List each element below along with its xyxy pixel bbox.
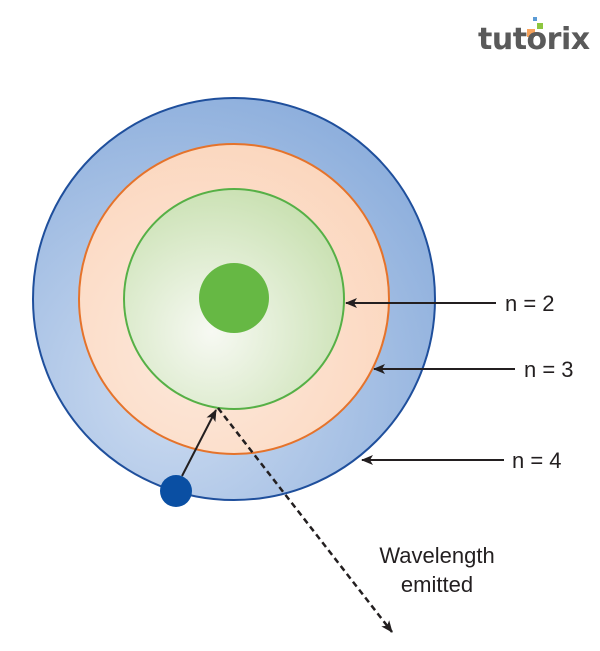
logo-dot-orange xyxy=(527,29,535,37)
label-n2: n = 2 xyxy=(505,291,555,316)
logo-text: tutorix xyxy=(478,22,590,57)
label-n4: n = 4 xyxy=(512,448,562,473)
transition-arrow xyxy=(181,409,217,477)
emission-label-line1: Wavelength xyxy=(379,543,494,568)
tutorix-logo: tutorix xyxy=(478,17,590,57)
logo-dot-green xyxy=(537,23,543,29)
label-n3: n = 3 xyxy=(524,357,574,382)
electron xyxy=(160,475,192,507)
logo-dot-blue xyxy=(533,17,537,21)
nucleus xyxy=(199,263,269,333)
emission-arrow xyxy=(217,407,393,633)
emission-label-line2: emitted xyxy=(401,572,473,597)
